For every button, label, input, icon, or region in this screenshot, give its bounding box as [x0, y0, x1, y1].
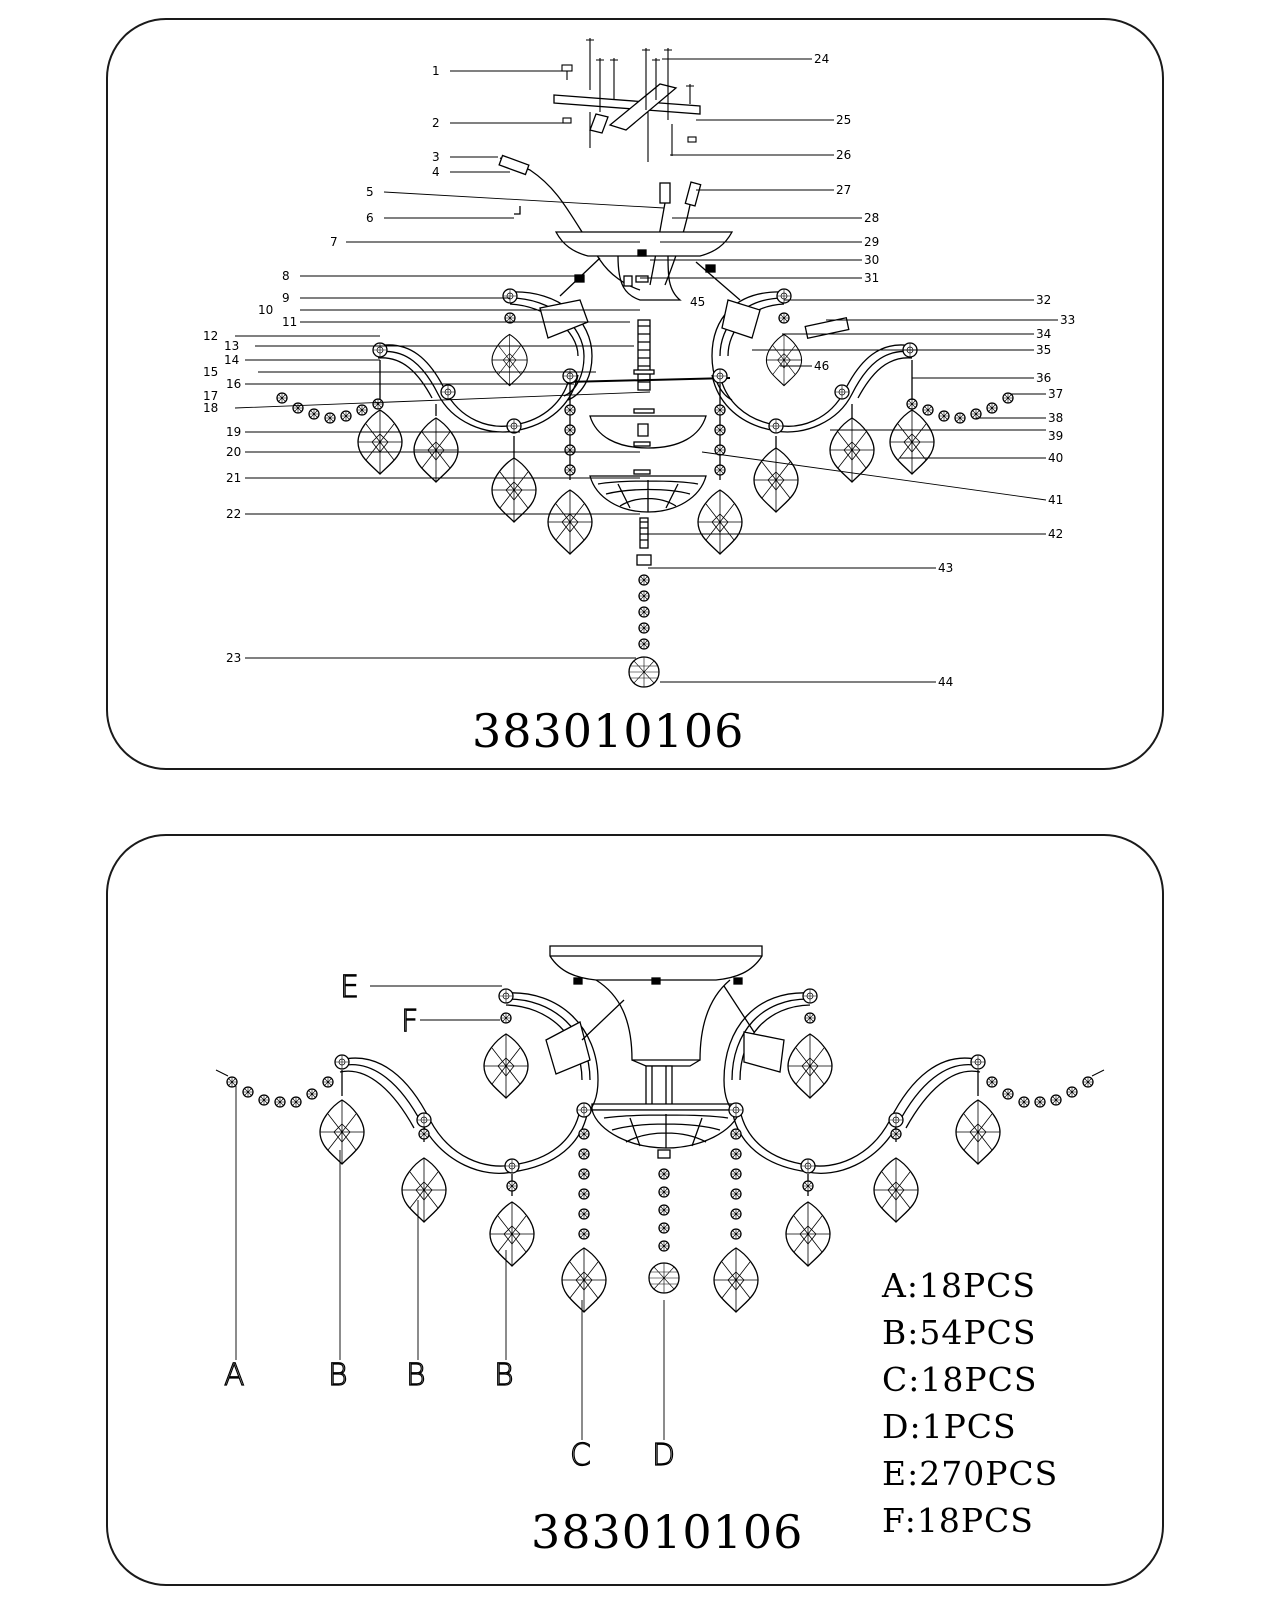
callout-39: 39 — [1048, 429, 1063, 443]
callout-29: 29 — [864, 235, 879, 249]
assembled-hanging-crystals — [319, 1070, 1001, 1313]
callout-23: 23 — [226, 651, 241, 665]
callout-20: 20 — [226, 445, 241, 459]
right-leader-lines — [640, 58, 1058, 683]
top-right-callout-numbers: 24 25 26 27 28 29 30 31 32 33 34 35 36 3… — [690, 52, 1075, 689]
callout-25: 25 — [836, 113, 851, 127]
wire-connectors — [649, 181, 702, 286]
callout-2: 2 — [432, 116, 440, 130]
letter-a: A — [224, 1358, 245, 1393]
callout-13: 13 — [224, 339, 239, 353]
mounting-screws — [561, 38, 697, 162]
callout-7: 7 — [330, 235, 338, 249]
center-bowl — [589, 415, 707, 549]
callout-40: 40 — [1048, 451, 1063, 465]
assembled-upper-arms — [483, 985, 833, 1117]
right-upper-arm — [695, 261, 850, 401]
assembled-lower-arms — [334, 1054, 986, 1174]
callout-14: 14 — [224, 353, 239, 367]
letter-e: E — [340, 970, 359, 1005]
assembled-canopy — [549, 945, 763, 1149]
callout-37: 37 — [1048, 387, 1063, 401]
callout-21: 21 — [226, 471, 241, 485]
callout-18: 18 — [203, 401, 218, 415]
callout-19: 19 — [226, 425, 241, 439]
callout-6: 6 — [366, 211, 374, 225]
bottom-letter-labels: E F A B B B C D — [223, 969, 675, 1473]
callout-45: 45 — [690, 295, 705, 309]
center-stem — [565, 319, 731, 414]
letter-b-3: B — [494, 1358, 514, 1393]
callout-15: 15 — [203, 365, 218, 379]
callout-41: 41 — [1048, 493, 1063, 507]
callout-27: 27 — [836, 183, 851, 197]
model-number-top: 383010106 — [472, 704, 745, 758]
model-number-bottom: 383010106 — [531, 1505, 804, 1559]
quantity-c: C:18PCS — [882, 1360, 1038, 1399]
top-exploded-drawing — [234, 38, 1058, 688]
quantity-e: E:270PCS — [882, 1454, 1059, 1493]
top-hanging-crystals — [357, 360, 935, 555]
canopy — [554, 231, 734, 301]
left-garland — [276, 392, 384, 424]
callout-32: 32 — [1036, 293, 1051, 307]
quantity-a: A:18PCS — [882, 1266, 1037, 1305]
callout-10: 10 — [258, 303, 273, 317]
bottom-assembled-drawing — [215, 945, 1105, 1440]
callout-4: 4 — [432, 165, 440, 179]
letter-leader-lines — [235, 985, 665, 1440]
callout-24: 24 — [814, 52, 829, 66]
callout-26: 26 — [836, 148, 851, 162]
right-lower-arm — [711, 342, 918, 434]
callout-28: 28 — [864, 211, 879, 225]
callout-5: 5 — [366, 185, 374, 199]
quantity-d: D:1PCS — [882, 1407, 1017, 1446]
callout-38: 38 — [1048, 411, 1063, 425]
callout-44: 44 — [938, 675, 953, 689]
callout-12: 12 — [203, 329, 218, 343]
callout-1: 1 — [432, 64, 440, 78]
left-leader-lines — [234, 70, 665, 659]
callout-31: 31 — [864, 271, 879, 285]
letter-b-2: B — [406, 1358, 426, 1393]
quantity-f: F:18PCS — [882, 1501, 1034, 1540]
callout-11: 11 — [282, 315, 297, 329]
callout-46: 46 — [814, 359, 829, 373]
quantity-b: B:54PCS — [882, 1313, 1037, 1352]
callout-43: 43 — [938, 561, 953, 575]
callout-3: 3 — [432, 150, 440, 164]
callout-33: 33 — [1060, 313, 1075, 327]
mounting-crossbar — [553, 83, 701, 134]
hook — [514, 206, 521, 215]
letter-c: C — [570, 1438, 591, 1473]
top-left-callout-numbers: 1 2 3 4 5 6 7 8 9 10 11 12 13 14 15 16 1… — [203, 64, 440, 665]
callout-9: 9 — [282, 291, 290, 305]
letter-d: D — [652, 1438, 675, 1473]
center-pendant-chain — [628, 554, 660, 688]
letter-b-1: B — [328, 1358, 348, 1393]
callout-35: 35 — [1036, 343, 1051, 357]
callout-36: 36 — [1036, 371, 1051, 385]
letter-f: F — [401, 1004, 418, 1039]
callout-22: 22 — [226, 507, 241, 521]
assembled-garlands — [215, 1069, 1105, 1108]
callout-16: 16 — [226, 377, 241, 391]
callout-30: 30 — [864, 253, 879, 267]
callout-42: 42 — [1048, 527, 1063, 541]
callout-34: 34 — [1036, 327, 1051, 341]
callout-17: 17 — [203, 389, 218, 403]
callout-8: 8 — [282, 269, 290, 283]
left-lower-arm — [372, 342, 579, 434]
